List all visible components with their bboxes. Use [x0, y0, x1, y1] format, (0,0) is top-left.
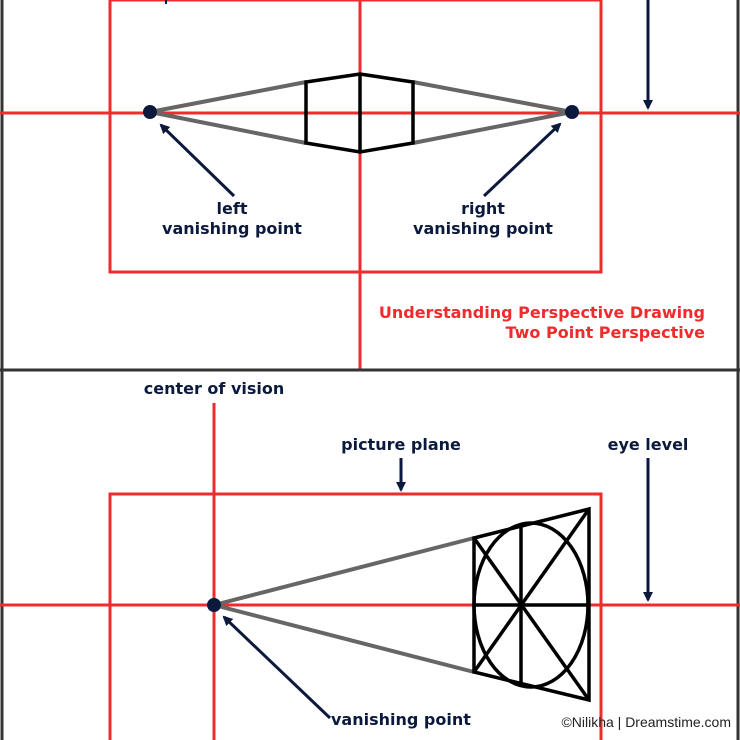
eye-level-label: eye level [608, 435, 689, 454]
left-vp-label-line2: vanishing point [162, 219, 302, 238]
credit-text: ©Nilikha | Dreamstime.com [561, 714, 731, 730]
one-point-face [472, 506, 591, 703]
bottom-vp-arrow [222, 615, 332, 720]
vanishing-point-label: vanishing point [331, 710, 471, 729]
right-vp-label-line2: vanishing point [413, 219, 553, 238]
right-vp-label-line1: right [461, 199, 505, 218]
face-diagonal-1 [472, 536, 591, 702]
title-line2: Two Point Perspective [505, 323, 705, 342]
center-of-vision-label: center of vision [144, 379, 285, 398]
bottom-panel: center of vision picture plane eye level… [0, 370, 740, 740]
face-diagonal-2 [472, 507, 591, 674]
top-right-convergence-upper [412, 80, 573, 114]
left-vanishing-point-dot [143, 105, 157, 119]
title-line1: Understanding Perspective Drawing [379, 303, 705, 322]
top-picture-plane-rect [108, 0, 603, 274]
left-vp-label-line1: left [217, 199, 248, 218]
picture-plane-label: picture plane [341, 435, 461, 454]
right-vp-arrow [482, 122, 562, 198]
top-left-convergence-lower [149, 110, 307, 145]
top-right-convergence-lower [412, 110, 573, 145]
bottom-vanishing-point-dot [207, 598, 221, 612]
right-vanishing-point-dot [565, 105, 579, 119]
bottom-picture-plane-rect [108, 492, 603, 740]
top-panel: left vanishing point right vanishing poi… [0, 0, 740, 370]
bottom-convergence-upper [213, 536, 475, 607]
bottom-convergence-lower [213, 603, 475, 674]
top-left-convergence-upper [149, 80, 307, 114]
left-vp-arrow [159, 123, 236, 198]
